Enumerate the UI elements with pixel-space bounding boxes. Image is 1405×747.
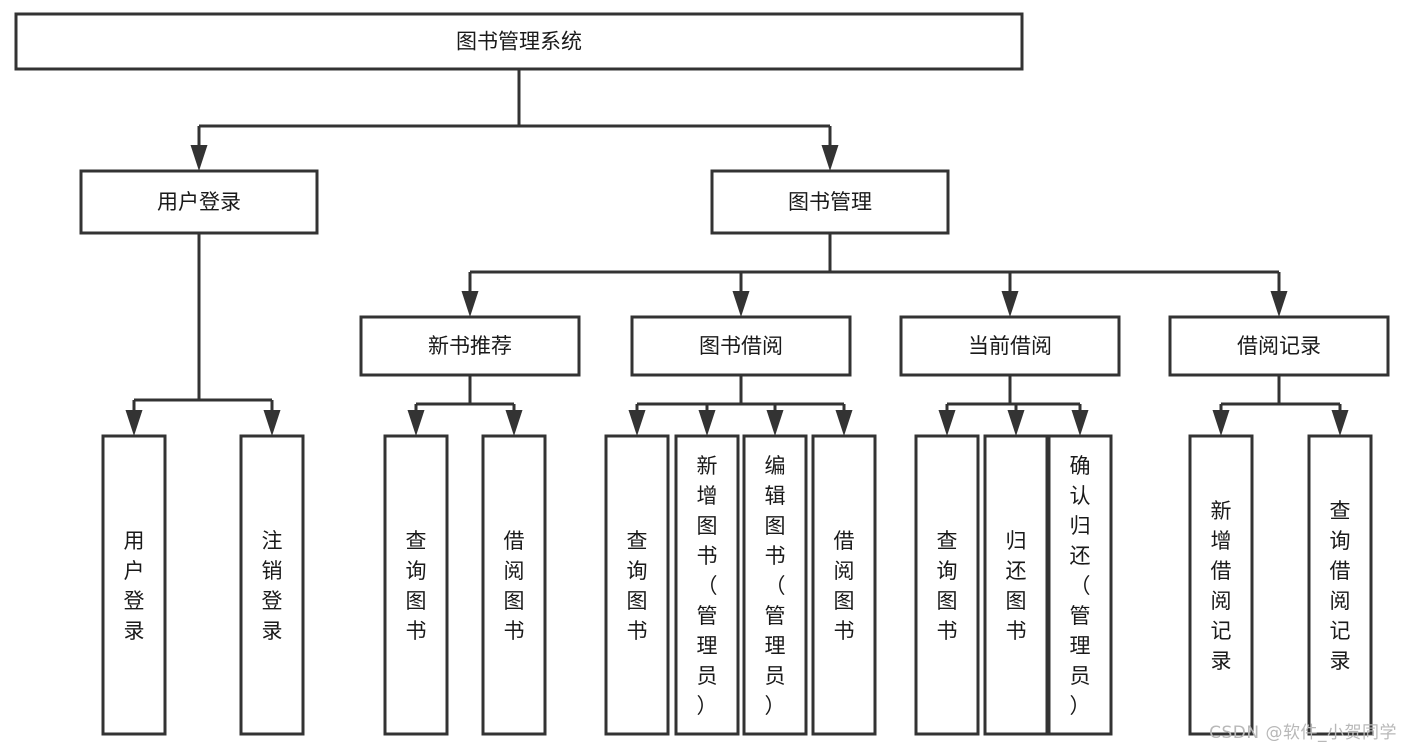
node-leaf-cur-query[interactable]: 查询图书	[914, 434, 980, 736]
node-l2-borrow-record[interactable]: 借阅记录	[1168, 315, 1390, 377]
node-label: 借阅图书	[504, 529, 525, 643]
edge-group-l1_user_login	[125, 233, 281, 436]
node-l1-user-login[interactable]: 用户登录	[79, 169, 319, 235]
node-label: 查询图书	[937, 529, 958, 643]
node-layer: 图书管理系统用户登录图书管理新书推荐图书借阅当前借阅借阅记录用户登录注销登录查询…	[14, 12, 1390, 736]
node-label: 用户登录	[157, 190, 241, 214]
node-leaf-cur-return[interactable]: 归还图书	[983, 434, 1049, 736]
node-leaf-borrow-do[interactable]: 借阅图书	[811, 434, 877, 736]
edge-group-l2_current_borrow	[938, 375, 1089, 436]
edge-group-l2_borrow_record	[1212, 375, 1349, 436]
edge-group-l2_book_borrow	[628, 375, 853, 436]
edge-layer	[125, 69, 1349, 436]
node-label: 确认归还（管理员）	[1070, 454, 1091, 718]
node-label: 图书借阅	[699, 334, 783, 358]
node-label: 用户登录	[124, 529, 145, 643]
node-label: 查询图书	[627, 529, 648, 643]
node-label: 新增借阅记录	[1211, 499, 1232, 673]
node-root[interactable]: 图书管理系统	[14, 12, 1024, 71]
node-label: 查询借阅记录	[1330, 499, 1351, 673]
node-label: 归还图书	[1006, 529, 1027, 643]
node-label: 图书管理	[788, 190, 872, 214]
node-l2-book-borrow[interactable]: 图书借阅	[630, 315, 852, 377]
node-label: 新增图书（管理员）	[697, 454, 718, 718]
edge-group-l1_book_manage	[461, 233, 1288, 317]
csdn-watermark: CSDN @软件_小贺同学	[1209, 723, 1397, 743]
node-leaf-rec-query2[interactable]: 查询借阅记录	[1307, 434, 1373, 736]
node-l2-current-borrow[interactable]: 当前借阅	[899, 315, 1121, 377]
node-leaf-rec-borrow[interactable]: 借阅图书	[481, 434, 547, 736]
node-leaf-cur-confirm[interactable]: 确认归还（管理员）	[1047, 434, 1113, 736]
node-l2-new-book-rec[interactable]: 新书推荐	[359, 315, 581, 377]
node-label: 注销登录	[262, 529, 283, 643]
node-label: 查询图书	[406, 529, 427, 643]
node-label: 图书管理系统	[456, 30, 582, 54]
node-leaf-rec-add[interactable]: 新增借阅记录	[1188, 434, 1254, 736]
node-label: 新书推荐	[428, 334, 512, 358]
node-leaf-borrow-query[interactable]: 查询图书	[604, 434, 670, 736]
node-leaf-borrow-edit[interactable]: 编辑图书（管理员）	[742, 434, 808, 736]
node-leaf-user-login[interactable]: 用户登录	[101, 434, 167, 736]
node-leaf-borrow-add[interactable]: 新增图书（管理员）	[674, 434, 740, 736]
node-label: 编辑图书（管理员）	[765, 454, 786, 718]
edge-group-root	[190, 69, 839, 171]
node-l1-book-manage[interactable]: 图书管理	[710, 169, 950, 235]
edge-group-l2_new_book_rec	[407, 375, 523, 436]
node-label: 当前借阅	[968, 334, 1052, 358]
node-leaf-rec-query[interactable]: 查询图书	[383, 434, 449, 736]
node-leaf-user-logout[interactable]: 注销登录	[239, 434, 305, 736]
node-label: 借阅图书	[834, 529, 855, 643]
node-label: 借阅记录	[1237, 334, 1321, 358]
